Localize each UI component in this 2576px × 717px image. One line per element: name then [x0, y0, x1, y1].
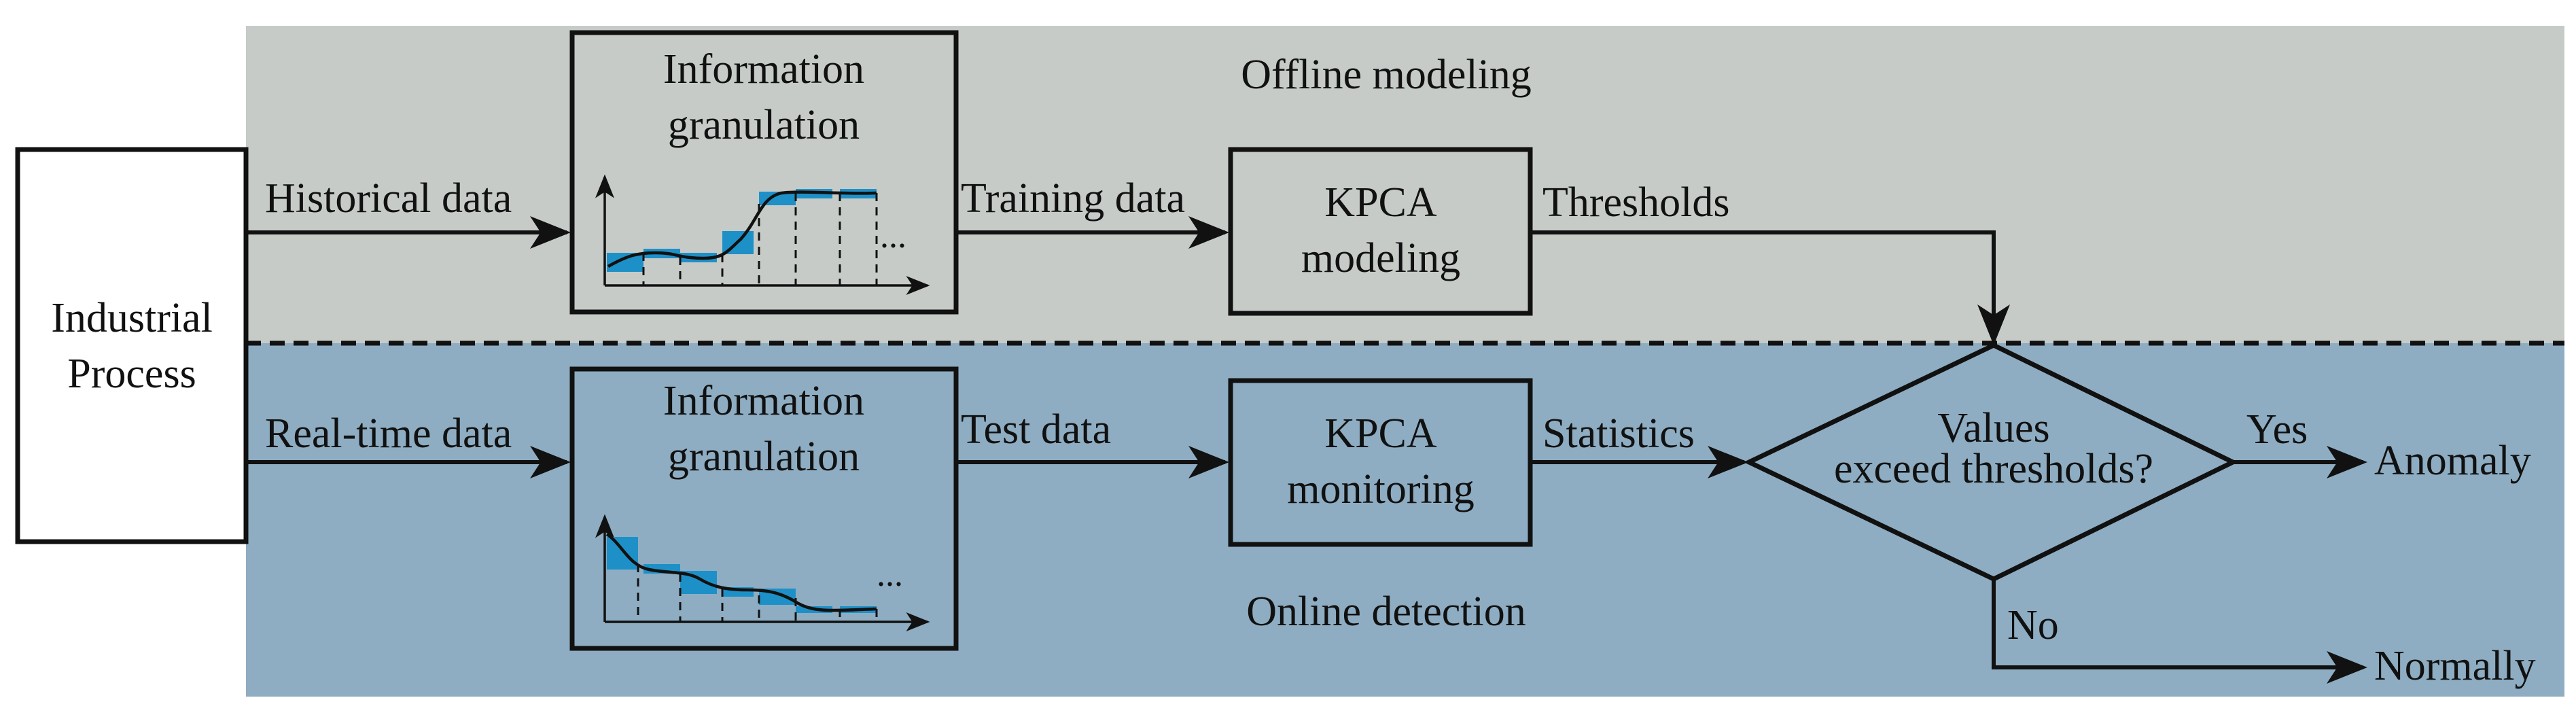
kpca-modeling-line2: modeling — [1301, 235, 1460, 281]
industrial-process-line1: Industrial — [51, 295, 213, 341]
online-granulation-line1: Information — [663, 378, 864, 424]
thresholds-arrow — [1530, 230, 2010, 345]
online-region — [246, 343, 2564, 697]
offline-region-label: Offline modeling — [1241, 52, 1532, 98]
offline-granulation-box — [569, 30, 959, 315]
test-data-label: Test data — [961, 406, 1111, 453]
no-label: No — [2007, 602, 2059, 648]
online-chart-ellipsis: ... — [877, 555, 903, 594]
industrial-process-line2: Process — [67, 351, 196, 397]
decision-line1: Values — [1937, 405, 2049, 451]
yes-label: Yes — [2246, 406, 2308, 453]
offline-granulation-line1: Information — [663, 46, 864, 92]
offline-chart-ellipsis: ... — [880, 217, 906, 256]
industrial-process-box — [15, 147, 249, 544]
normally-result: Normally — [2374, 643, 2536, 689]
online-granule-1 — [607, 537, 638, 570]
offline-granulation-chart: ... — [595, 174, 930, 295]
no-arrow — [1992, 579, 2367, 684]
online-granulation-chart: ... — [595, 514, 930, 631]
statistics-label: Statistics — [1542, 410, 1695, 457]
online-granulation-line2: granulation — [668, 434, 860, 480]
online-chart-curve — [605, 533, 877, 612]
kpca-monitoring-line1: KPCA — [1324, 410, 1437, 457]
offline-region — [246, 26, 2564, 343]
real-time-data-label: Real-time data — [265, 410, 512, 457]
decision-line2: exceed thresholds? — [1834, 446, 2153, 492]
thresholds-label: Thresholds — [1542, 179, 1730, 226]
offline-chart-curve — [607, 190, 877, 268]
kpca-modeling-line1: KPCA — [1324, 179, 1437, 226]
training-data-label: Training data — [961, 175, 1185, 222]
offline-granulation-line2: granulation — [668, 102, 860, 148]
online-granulation-box — [569, 366, 959, 651]
online-region-label: Online detection — [1246, 589, 1525, 635]
anomaly-result: Anomaly — [2374, 438, 2531, 484]
historical-data-label: Historical data — [265, 175, 512, 222]
kpca-monitoring-line2: monitoring — [1287, 466, 1475, 512]
